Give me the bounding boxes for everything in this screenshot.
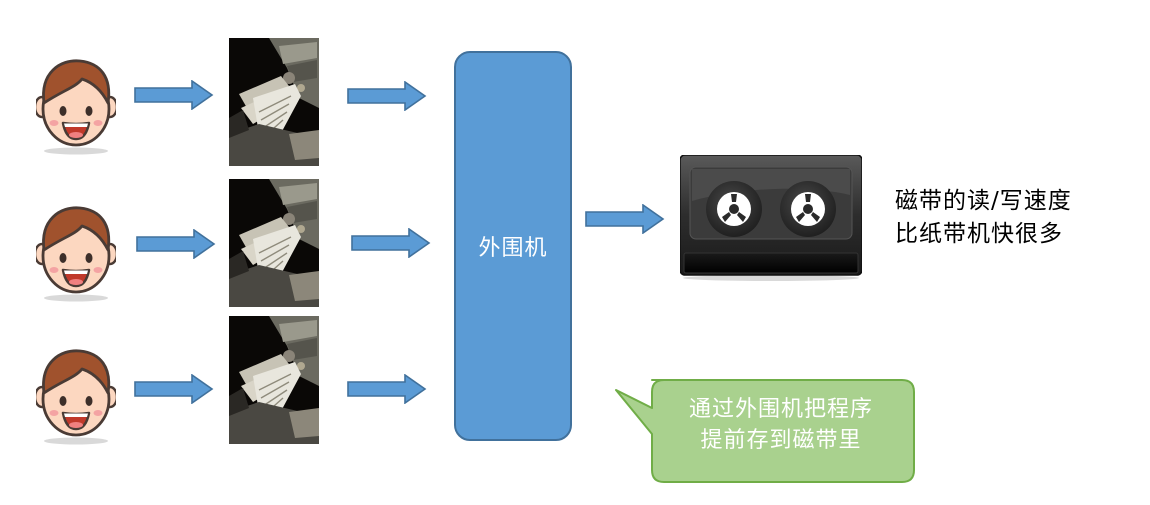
tape-note-line-1: 磁带的读/写速度 xyxy=(895,188,1072,214)
tape-note-line-2: 比纸带机快很多 xyxy=(895,221,1063,247)
paper-tape-reader-photo xyxy=(229,179,319,307)
tape-speed-note: 磁带的读/写速度 比纸带机快很多 xyxy=(895,185,1072,251)
user-face-icon xyxy=(36,202,116,302)
peripheral-machine-label: 外围机 xyxy=(478,236,548,261)
callout-text: 通过外围机把程序 提前存到磁带里 xyxy=(650,394,912,456)
arrow-right-icon xyxy=(136,229,216,259)
arrow-right-icon xyxy=(585,204,665,234)
paper-tape-reader-photo xyxy=(229,38,319,166)
arrow-right-icon xyxy=(134,374,214,404)
callout-line-1: 通过外围机把程序 xyxy=(688,397,873,422)
user-face-icon xyxy=(36,345,116,445)
arrow-right-icon xyxy=(347,374,427,404)
arrow-right-icon xyxy=(351,228,431,258)
peripheral-machine-box: 外围机 xyxy=(454,51,572,441)
paper-tape-reader-photo xyxy=(229,316,319,444)
arrow-right-icon xyxy=(134,80,214,110)
arrow-right-icon xyxy=(347,81,427,111)
callout-line-2: 提前存到磁带里 xyxy=(700,428,862,453)
magnetic-tape-icon xyxy=(680,155,862,281)
user-face-icon xyxy=(36,55,116,155)
